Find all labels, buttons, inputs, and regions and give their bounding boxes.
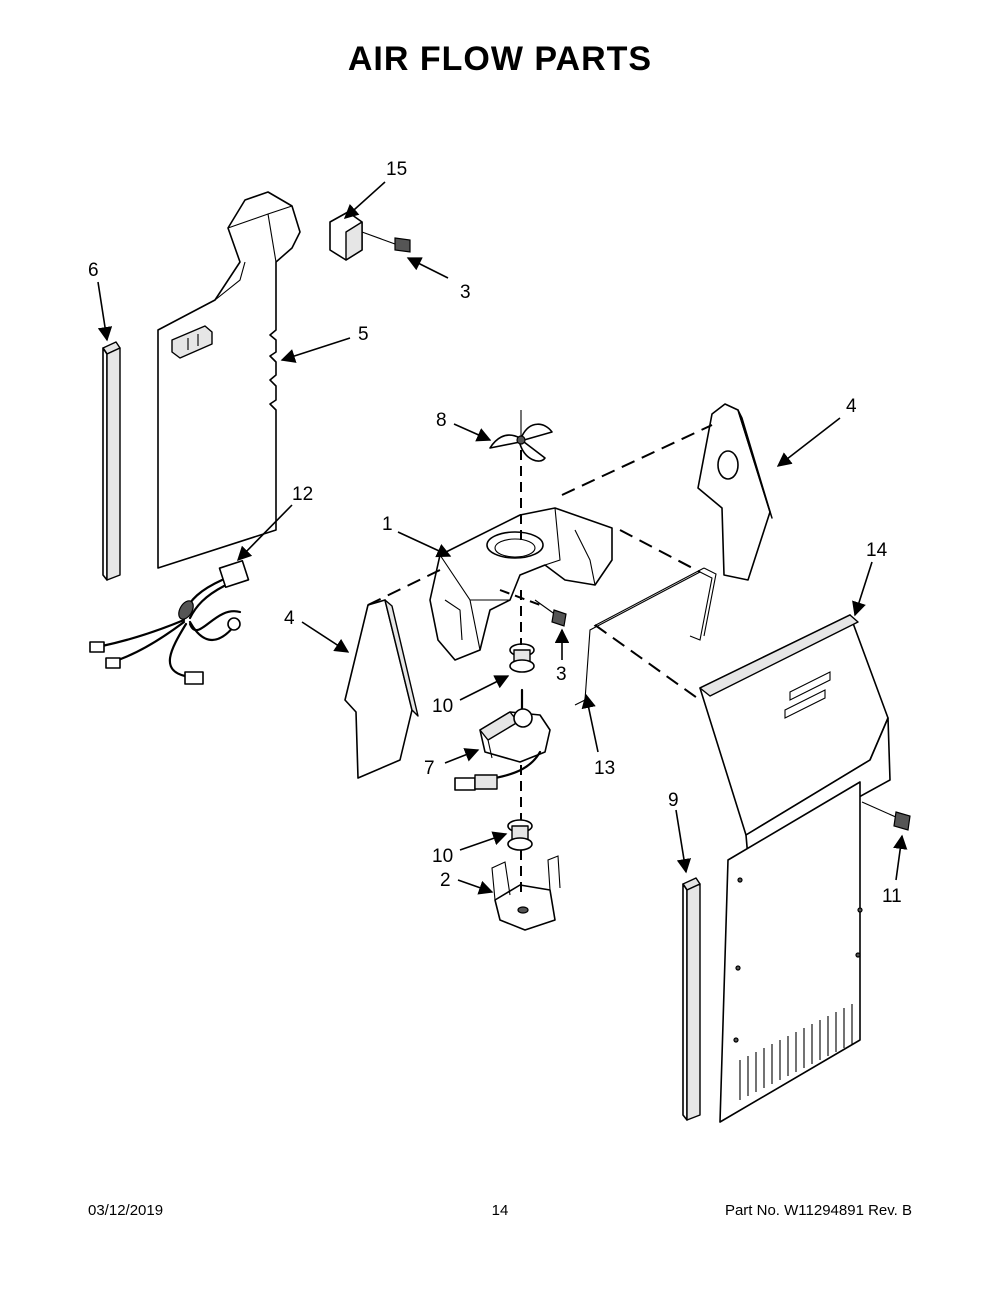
- footer-date: 03/12/2019: [88, 1202, 164, 1219]
- assembly-lines: [367, 424, 713, 895]
- part-11-screw: [861, 801, 911, 831]
- part-14-evaporator-cover: [699, 614, 891, 1123]
- callout-12: 12: [292, 484, 313, 505]
- callout-13: 13: [594, 758, 615, 779]
- vent-slots: [739, 1004, 853, 1100]
- callout-10-upper: 10: [432, 696, 453, 717]
- part-12-wire-harness: [89, 559, 250, 685]
- part-4-baffle-left: [344, 599, 419, 779]
- part-9-gasket-strip: [682, 877, 701, 1121]
- footer-part-number: Part No. W11294891 Rev. B: [724, 1202, 912, 1219]
- page-title: AIR FLOW PARTS: [347, 40, 653, 78]
- callout-4-right: 4: [846, 396, 857, 417]
- part-4-baffle-right: [697, 403, 773, 581]
- footer-page-number: 14: [491, 1202, 509, 1219]
- part-13-wire-bracket: [574, 567, 717, 706]
- callout-2: 2: [440, 870, 451, 891]
- part-10-grommet-upper: [509, 643, 535, 673]
- part-10-grommet-lower: [507, 819, 533, 851]
- callout-11: 11: [882, 886, 902, 907]
- callout-15: 15: [386, 159, 407, 180]
- callout-8: 8: [436, 410, 447, 431]
- part-7-fan-motor: [454, 688, 551, 791]
- part-5-air-duct-panel: [157, 191, 301, 569]
- part-2-motor-bracket: [491, 855, 561, 931]
- callout-14: 14: [866, 540, 888, 561]
- callout-1: 1: [382, 514, 393, 535]
- part-8-fan-blade: [489, 410, 553, 462]
- callout-5: 5: [358, 324, 369, 345]
- callout-4-left: 4: [284, 608, 295, 629]
- callout-labels: 15 3 6 5 8 4 12 1 14 4 3 10 13 7 9 11 10…: [88, 159, 902, 907]
- callout-7: 7: [424, 758, 435, 779]
- callout-10-lower: 10: [432, 846, 453, 867]
- part-6-gasket-strip: [102, 341, 121, 581]
- leader-lines: [97, 181, 908, 895]
- callout-9: 9: [668, 790, 679, 811]
- callout-3-top: 3: [460, 282, 471, 303]
- part-1-fan-shroud: [429, 507, 613, 661]
- callout-3-center: 3: [556, 664, 567, 685]
- callout-6: 6: [88, 260, 99, 281]
- part-3-screw-center: [534, 599, 567, 627]
- part-15-vent-cover: [329, 211, 411, 261]
